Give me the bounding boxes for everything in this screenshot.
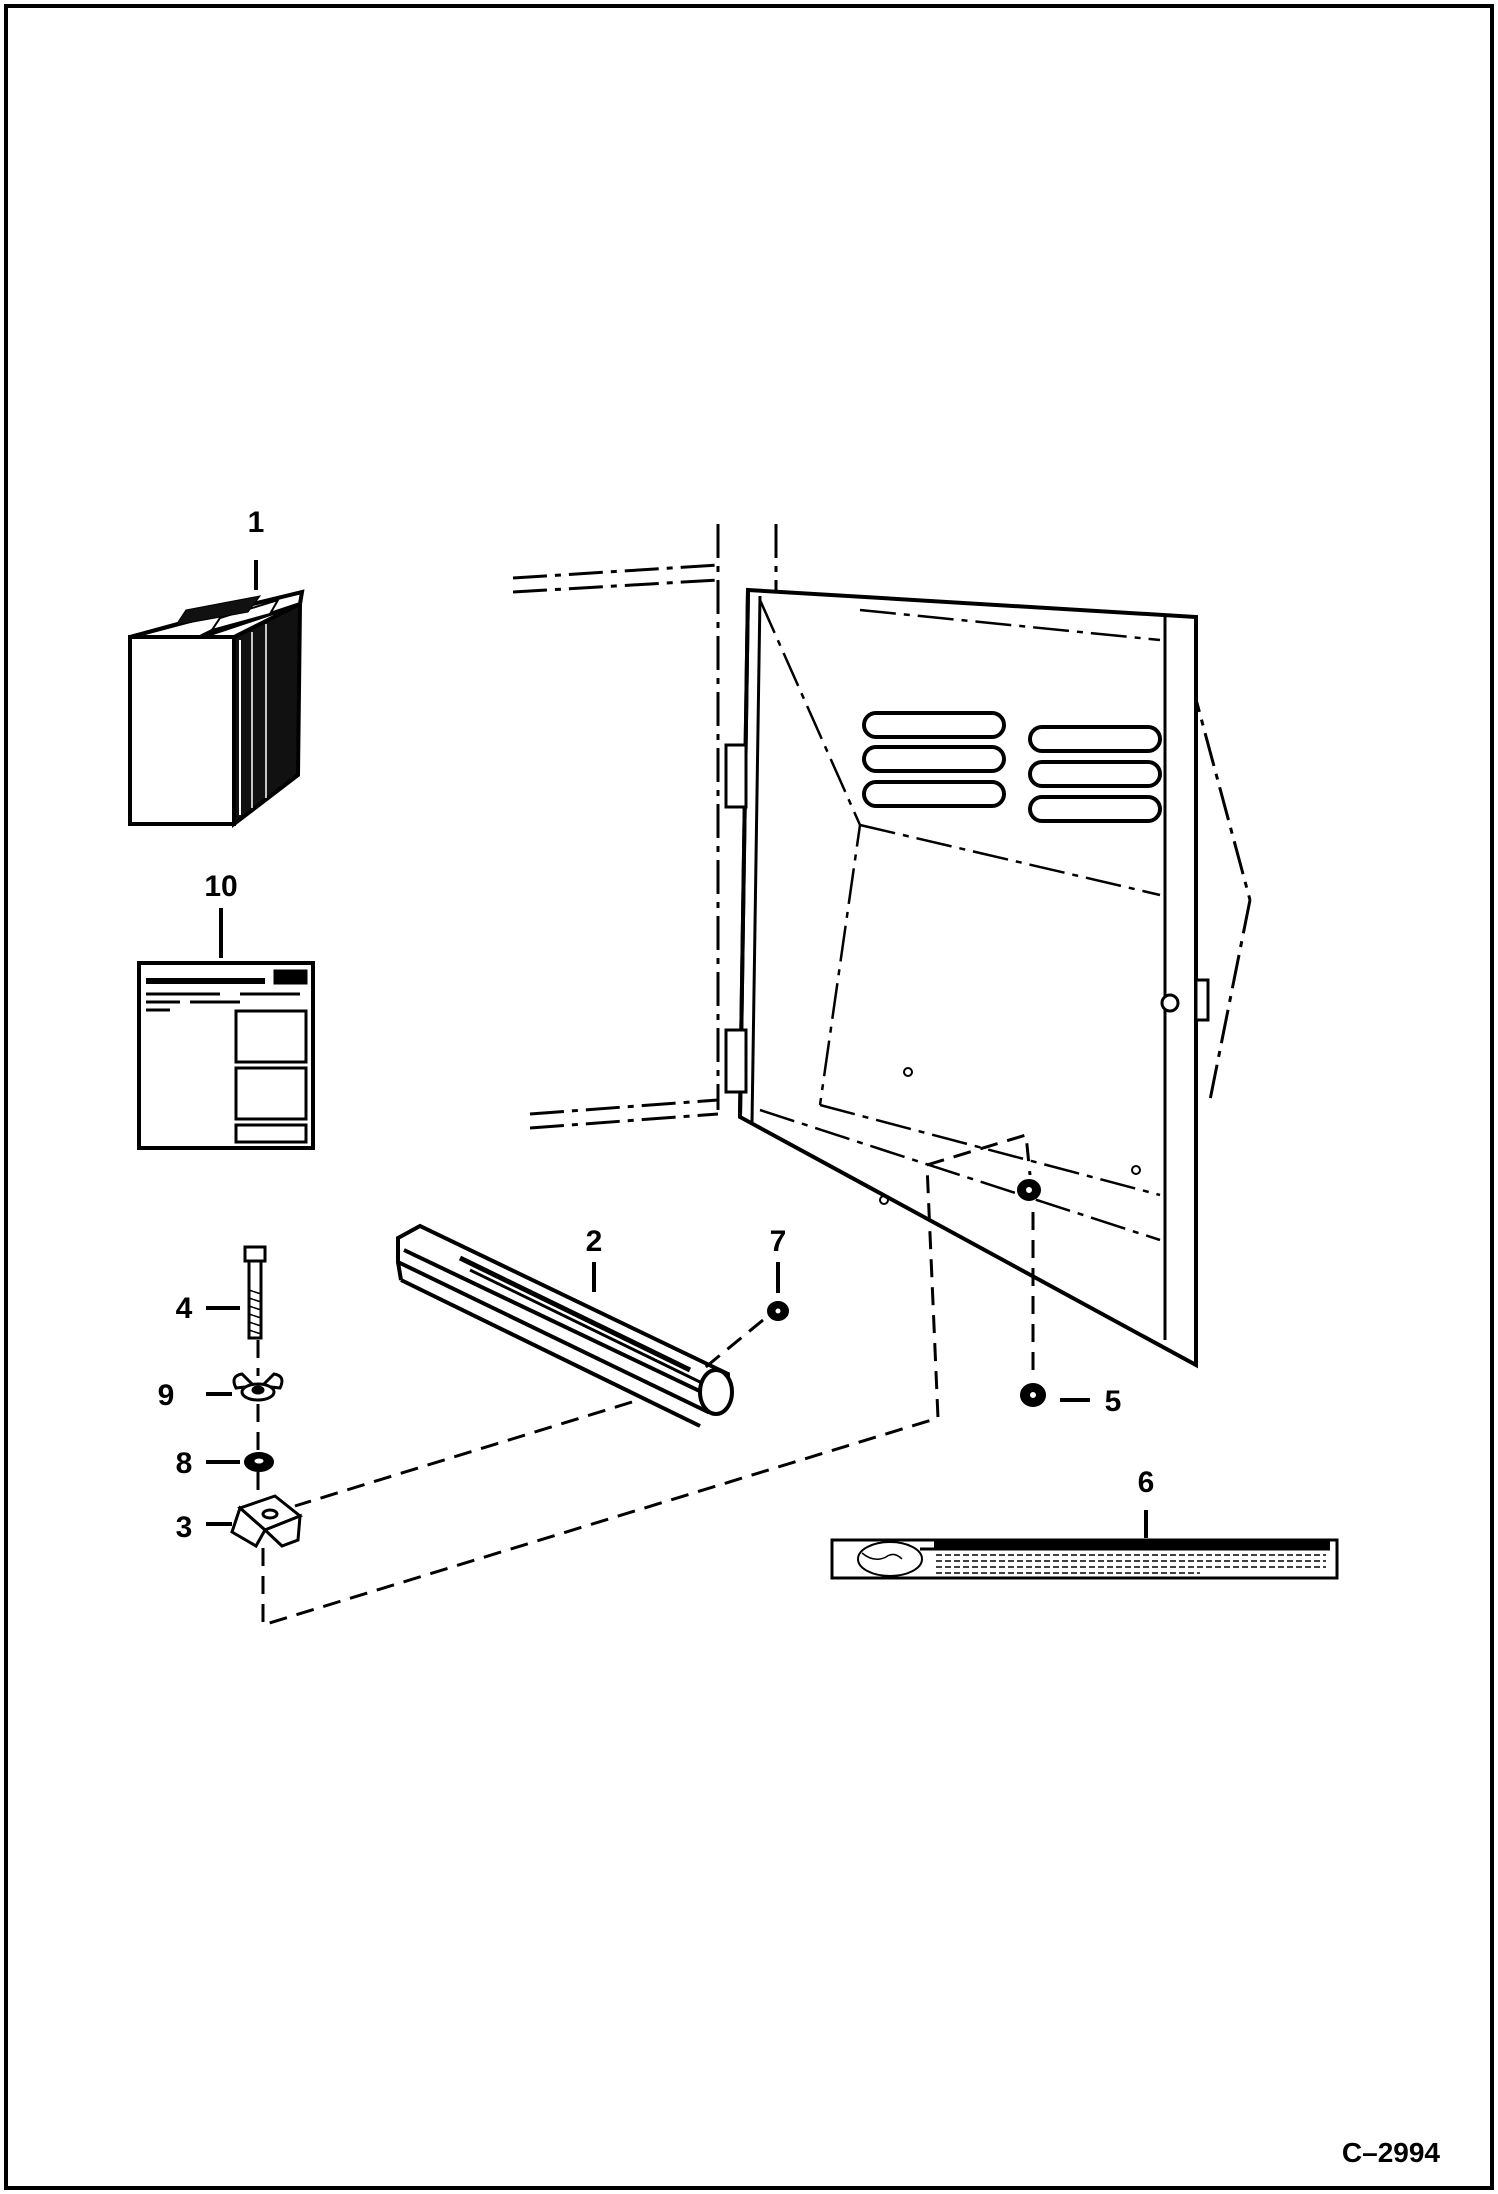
callout-2: 2	[586, 1225, 603, 1258]
callout-6: 6	[1138, 1466, 1155, 1499]
wing-nut-icon	[232, 1372, 284, 1402]
decal-icon	[830, 1538, 1339, 1580]
washer-icon	[244, 1452, 274, 1472]
callout-9: 9	[158, 1379, 175, 1412]
callout-4: 4	[176, 1292, 193, 1325]
callout-1: 1	[248, 506, 265, 539]
bracket-icon	[230, 1494, 303, 1549]
instruction-sheet-icon	[137, 961, 315, 1150]
callout-7: 7	[770, 1225, 787, 1258]
callout-10: 10	[204, 870, 237, 903]
seal-strip-icon	[396, 1223, 734, 1428]
page-border	[4, 4, 1494, 2190]
callout-8: 8	[176, 1447, 193, 1480]
nut-icon	[767, 1301, 789, 1321]
assembly-lines	[256, 1133, 1035, 1628]
callout-3: 3	[176, 1511, 193, 1544]
callout-5: 5	[1105, 1385, 1122, 1418]
door-panel-assembly	[512, 524, 1252, 1369]
bolt-icon	[243, 1245, 267, 1340]
box-icon	[128, 589, 305, 829]
figure-id: C–2994	[1342, 2137, 1441, 2168]
nut-icon	[1017, 1179, 1046, 1407]
